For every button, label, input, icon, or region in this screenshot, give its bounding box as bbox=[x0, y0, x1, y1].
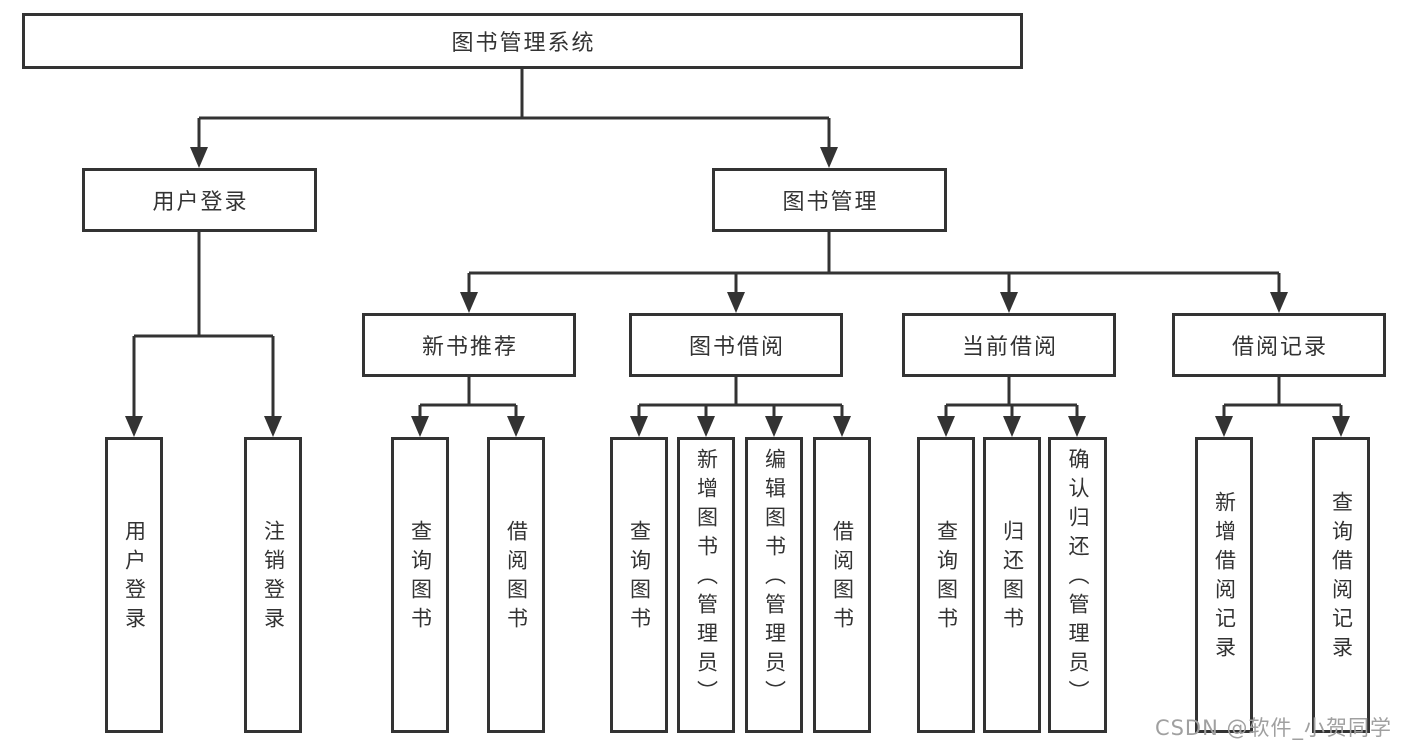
connector-current-borrowing-to-leaves bbox=[944, 377, 1341, 419]
csdn-watermark: CSDN @软件_小贺同学 bbox=[1154, 716, 1392, 740]
leaf-records-query-record-label: 查询借阅记录 bbox=[1329, 491, 1354, 665]
leaf-records-add-record: 新增借阅记录 bbox=[1195, 437, 1253, 733]
connector-book-management-to-level3 bbox=[467, 232, 1281, 295]
leaf-current-query-books: 查询图书 bbox=[917, 437, 975, 733]
node-book-borrowing-label: 图书借阅 bbox=[688, 335, 785, 360]
leaf-user-login: 用户登录 bbox=[105, 437, 163, 733]
node-new-book-recommend-label: 新书推荐 bbox=[421, 335, 518, 360]
connector-book-borrowing-to-leaves bbox=[637, 377, 844, 419]
leaf-logout-label: 注销登录 bbox=[261, 520, 286, 636]
leaf-current-return-books: 归还图书 bbox=[983, 437, 1041, 733]
node-book-management: 图书管理 bbox=[712, 168, 947, 232]
leaf-borrowing-edit-books-admin-label: 编辑图书（管理员） bbox=[762, 447, 787, 709]
leaf-records-query-record: 查询借阅记录 bbox=[1312, 437, 1370, 733]
leaf-logout: 注销登录 bbox=[244, 437, 302, 733]
node-borrowing-records-label: 借阅记录 bbox=[1231, 335, 1328, 360]
leaf-current-confirm-return-admin-label: 确认归还（管理员） bbox=[1066, 447, 1091, 709]
node-book-management-label: 图书管理 bbox=[782, 190, 879, 215]
node-library-management-system-label: 图书管理系统 bbox=[451, 31, 596, 56]
leaf-borrowing-query-books-label: 查询图书 bbox=[627, 520, 652, 636]
node-book-borrowing: 图书借阅 bbox=[629, 313, 843, 377]
node-current-borrowing: 当前借阅 bbox=[902, 313, 1116, 377]
leaf-borrowing-edit-books-admin: 编辑图书（管理员） bbox=[745, 437, 803, 733]
connector-root-to-level2 bbox=[197, 69, 831, 418]
leaf-borrowing-add-books-admin: 新增图书（管理员） bbox=[677, 437, 735, 733]
leaf-records-add-record-label: 新增借阅记录 bbox=[1212, 491, 1237, 665]
node-user-login-label: 用户登录 bbox=[152, 190, 249, 215]
leaf-borrowing-add-books-admin-label: 新增图书（管理员） bbox=[694, 447, 719, 709]
arrowheads bbox=[125, 147, 1350, 437]
node-library-management-system: 图书管理系统 bbox=[22, 13, 1023, 69]
leaf-borrowing-borrow-books-label: 借阅图书 bbox=[830, 520, 855, 636]
node-current-borrowing-label: 当前借阅 bbox=[961, 335, 1058, 360]
connector-borrowing-records-to-leaves bbox=[1222, 377, 1343, 419]
leaf-current-return-books-label: 归还图书 bbox=[1000, 520, 1025, 636]
leaf-current-query-books-label: 查询图书 bbox=[934, 520, 959, 636]
leaf-borrowing-borrow-books: 借阅图书 bbox=[813, 437, 871, 733]
node-user-login: 用户登录 bbox=[82, 168, 317, 232]
leaf-user-login-label: 用户登录 bbox=[122, 520, 147, 636]
connector-new-book-recommend-to-leaves bbox=[418, 377, 518, 419]
leaf-newbook-query-books-label: 查询图书 bbox=[408, 520, 433, 636]
leaf-newbook-query-books: 查询图书 bbox=[391, 437, 449, 733]
node-borrowing-records: 借阅记录 bbox=[1172, 313, 1386, 377]
node-new-book-recommend: 新书推荐 bbox=[362, 313, 576, 377]
leaf-newbook-borrow-books-label: 借阅图书 bbox=[504, 520, 529, 636]
leaf-current-confirm-return-admin: 确认归还（管理员） bbox=[1048, 437, 1107, 733]
connector-user-login-to-leaves bbox=[132, 232, 275, 419]
leaf-borrowing-query-books: 查询图书 bbox=[610, 437, 668, 733]
leaf-newbook-borrow-books: 借阅图书 bbox=[487, 437, 545, 733]
